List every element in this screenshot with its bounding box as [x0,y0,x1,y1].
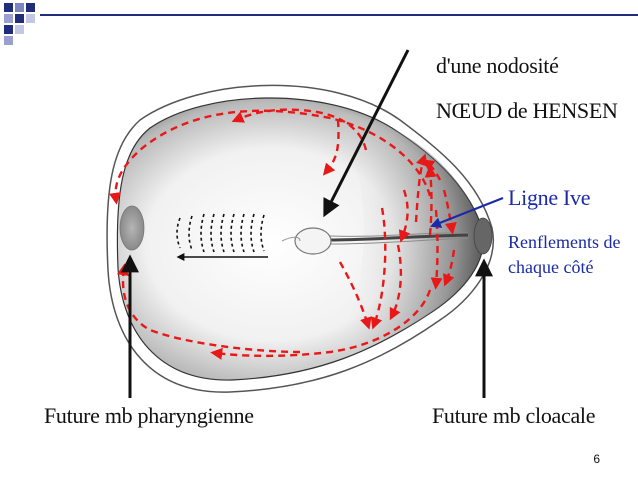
pointer-streak [429,196,504,228]
label-primitive-line: Ligne Ive [508,185,591,210]
pointer-node [323,49,410,218]
pharyngeal-membrane-marker [119,205,145,251]
cloacal-membrane-marker [473,217,493,255]
header-rule [40,14,638,16]
label-swellings-line2: chaque côté [508,257,594,277]
page-number: 6 [593,452,600,466]
label-cloacal-membrane: Future mb cloacale [432,403,596,428]
migration-arrows [109,108,457,360]
outer-envelope [106,84,495,393]
primitive-streak [329,233,469,242]
label-nodosite: d'une nodosité [436,53,559,78]
label-swellings-line1: Renflements de [508,232,621,252]
label-pharyngeal-membrane: Future mb pharyngienne [44,403,254,428]
notochord-marks [176,213,265,253]
hensen-node [294,227,332,255]
label-hensen-node: NŒUD de HENSEN [436,98,618,123]
